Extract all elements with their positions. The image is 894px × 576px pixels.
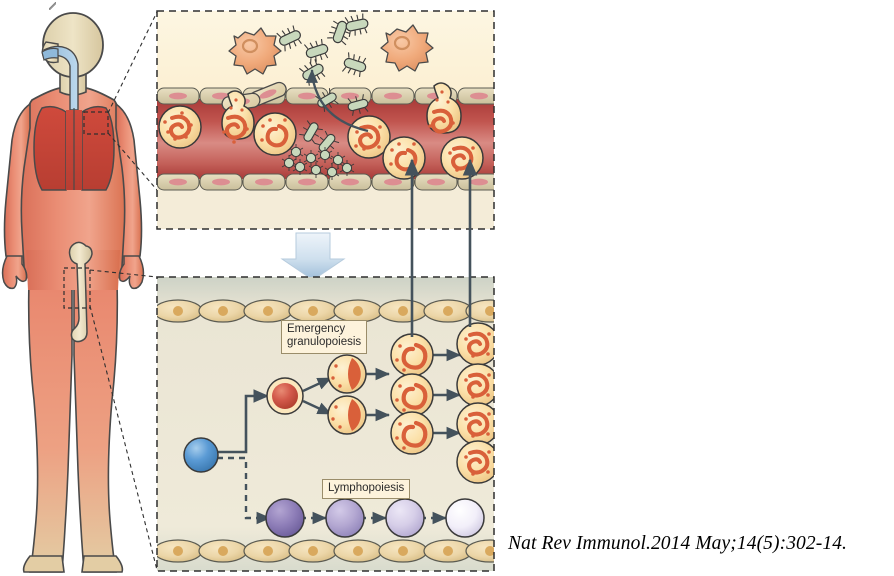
neutrophil — [158, 105, 202, 149]
bacteria-cluster — [281, 144, 355, 180]
immature-neutrophil — [390, 333, 434, 377]
haematopoietic-stem-cell — [183, 437, 219, 473]
lymphopoiesis-label: Lymphopoiesis — [322, 479, 411, 500]
corner-artifact-mark — [49, 2, 56, 10]
neutrophil — [347, 115, 391, 159]
bacterium — [303, 38, 329, 64]
lymphoid-cell — [325, 498, 365, 538]
journal-citation: Nat Rev Immunol.2014 May;14(5):302-14. — [508, 533, 848, 554]
band-cell — [327, 354, 367, 394]
mature-neutrophil — [456, 363, 494, 407]
bottom-panel-border — [156, 276, 495, 572]
immature-neutrophil — [390, 373, 434, 417]
endothelium-bottom-row — [157, 173, 494, 191]
emergency-granulopoiesis-label-line2: granulopoiesis — [287, 336, 362, 349]
neutrophil — [382, 136, 426, 180]
neutrophil — [253, 112, 297, 156]
neutrophil-transmigrating — [221, 90, 255, 144]
macrophage — [228, 27, 282, 75]
bacterium — [344, 13, 369, 37]
interpanel-down-arrow — [280, 232, 346, 281]
neutrophil-transmigrating — [426, 82, 462, 134]
top-panel-border — [156, 10, 495, 230]
bacterium — [276, 25, 302, 52]
immature-neutrophil — [390, 411, 434, 455]
emergency-granulopoiesis-label: Emergency granulopoiesis — [281, 320, 368, 354]
callout-leader-lines — [89, 11, 158, 571]
progenitor-branch-arrow — [302, 376, 332, 393]
lung-callout-box — [83, 111, 109, 135]
lymphoid-cell — [385, 498, 425, 538]
granulocyte-progenitor — [266, 377, 304, 415]
bone-lining-bottom-row — [157, 539, 494, 563]
bone-lining-top-row — [157, 299, 494, 323]
macrophage — [380, 24, 434, 72]
hsc-to-progenitor-arrow — [217, 389, 270, 454]
bacterium — [299, 120, 323, 144]
top-panel-content — [157, 11, 494, 229]
marrow-to-blood-arrows — [404, 158, 478, 337]
mature-neutrophil — [456, 322, 494, 366]
neutrophil-migration-arrow — [306, 69, 369, 133]
femur-bone — [68, 241, 93, 343]
femur-callout-box — [63, 267, 91, 309]
bacterium — [327, 20, 353, 46]
neutrophil — [440, 136, 484, 180]
bacterium — [341, 52, 367, 78]
bacterium — [347, 94, 369, 116]
mature-neutrophil — [456, 402, 494, 446]
progenitor-branch-arrow — [302, 399, 332, 416]
human-body-illustration — [1, 12, 145, 573]
lymphoid-cell — [265, 498, 305, 538]
lymphoid-cell — [445, 498, 485, 538]
emergency-granulopoiesis-label-line1: Emergency — [287, 323, 346, 335]
mature-neutrophil — [456, 440, 494, 484]
band-cell — [327, 395, 367, 435]
hsc-to-lymphoid-arrow — [217, 456, 271, 525]
